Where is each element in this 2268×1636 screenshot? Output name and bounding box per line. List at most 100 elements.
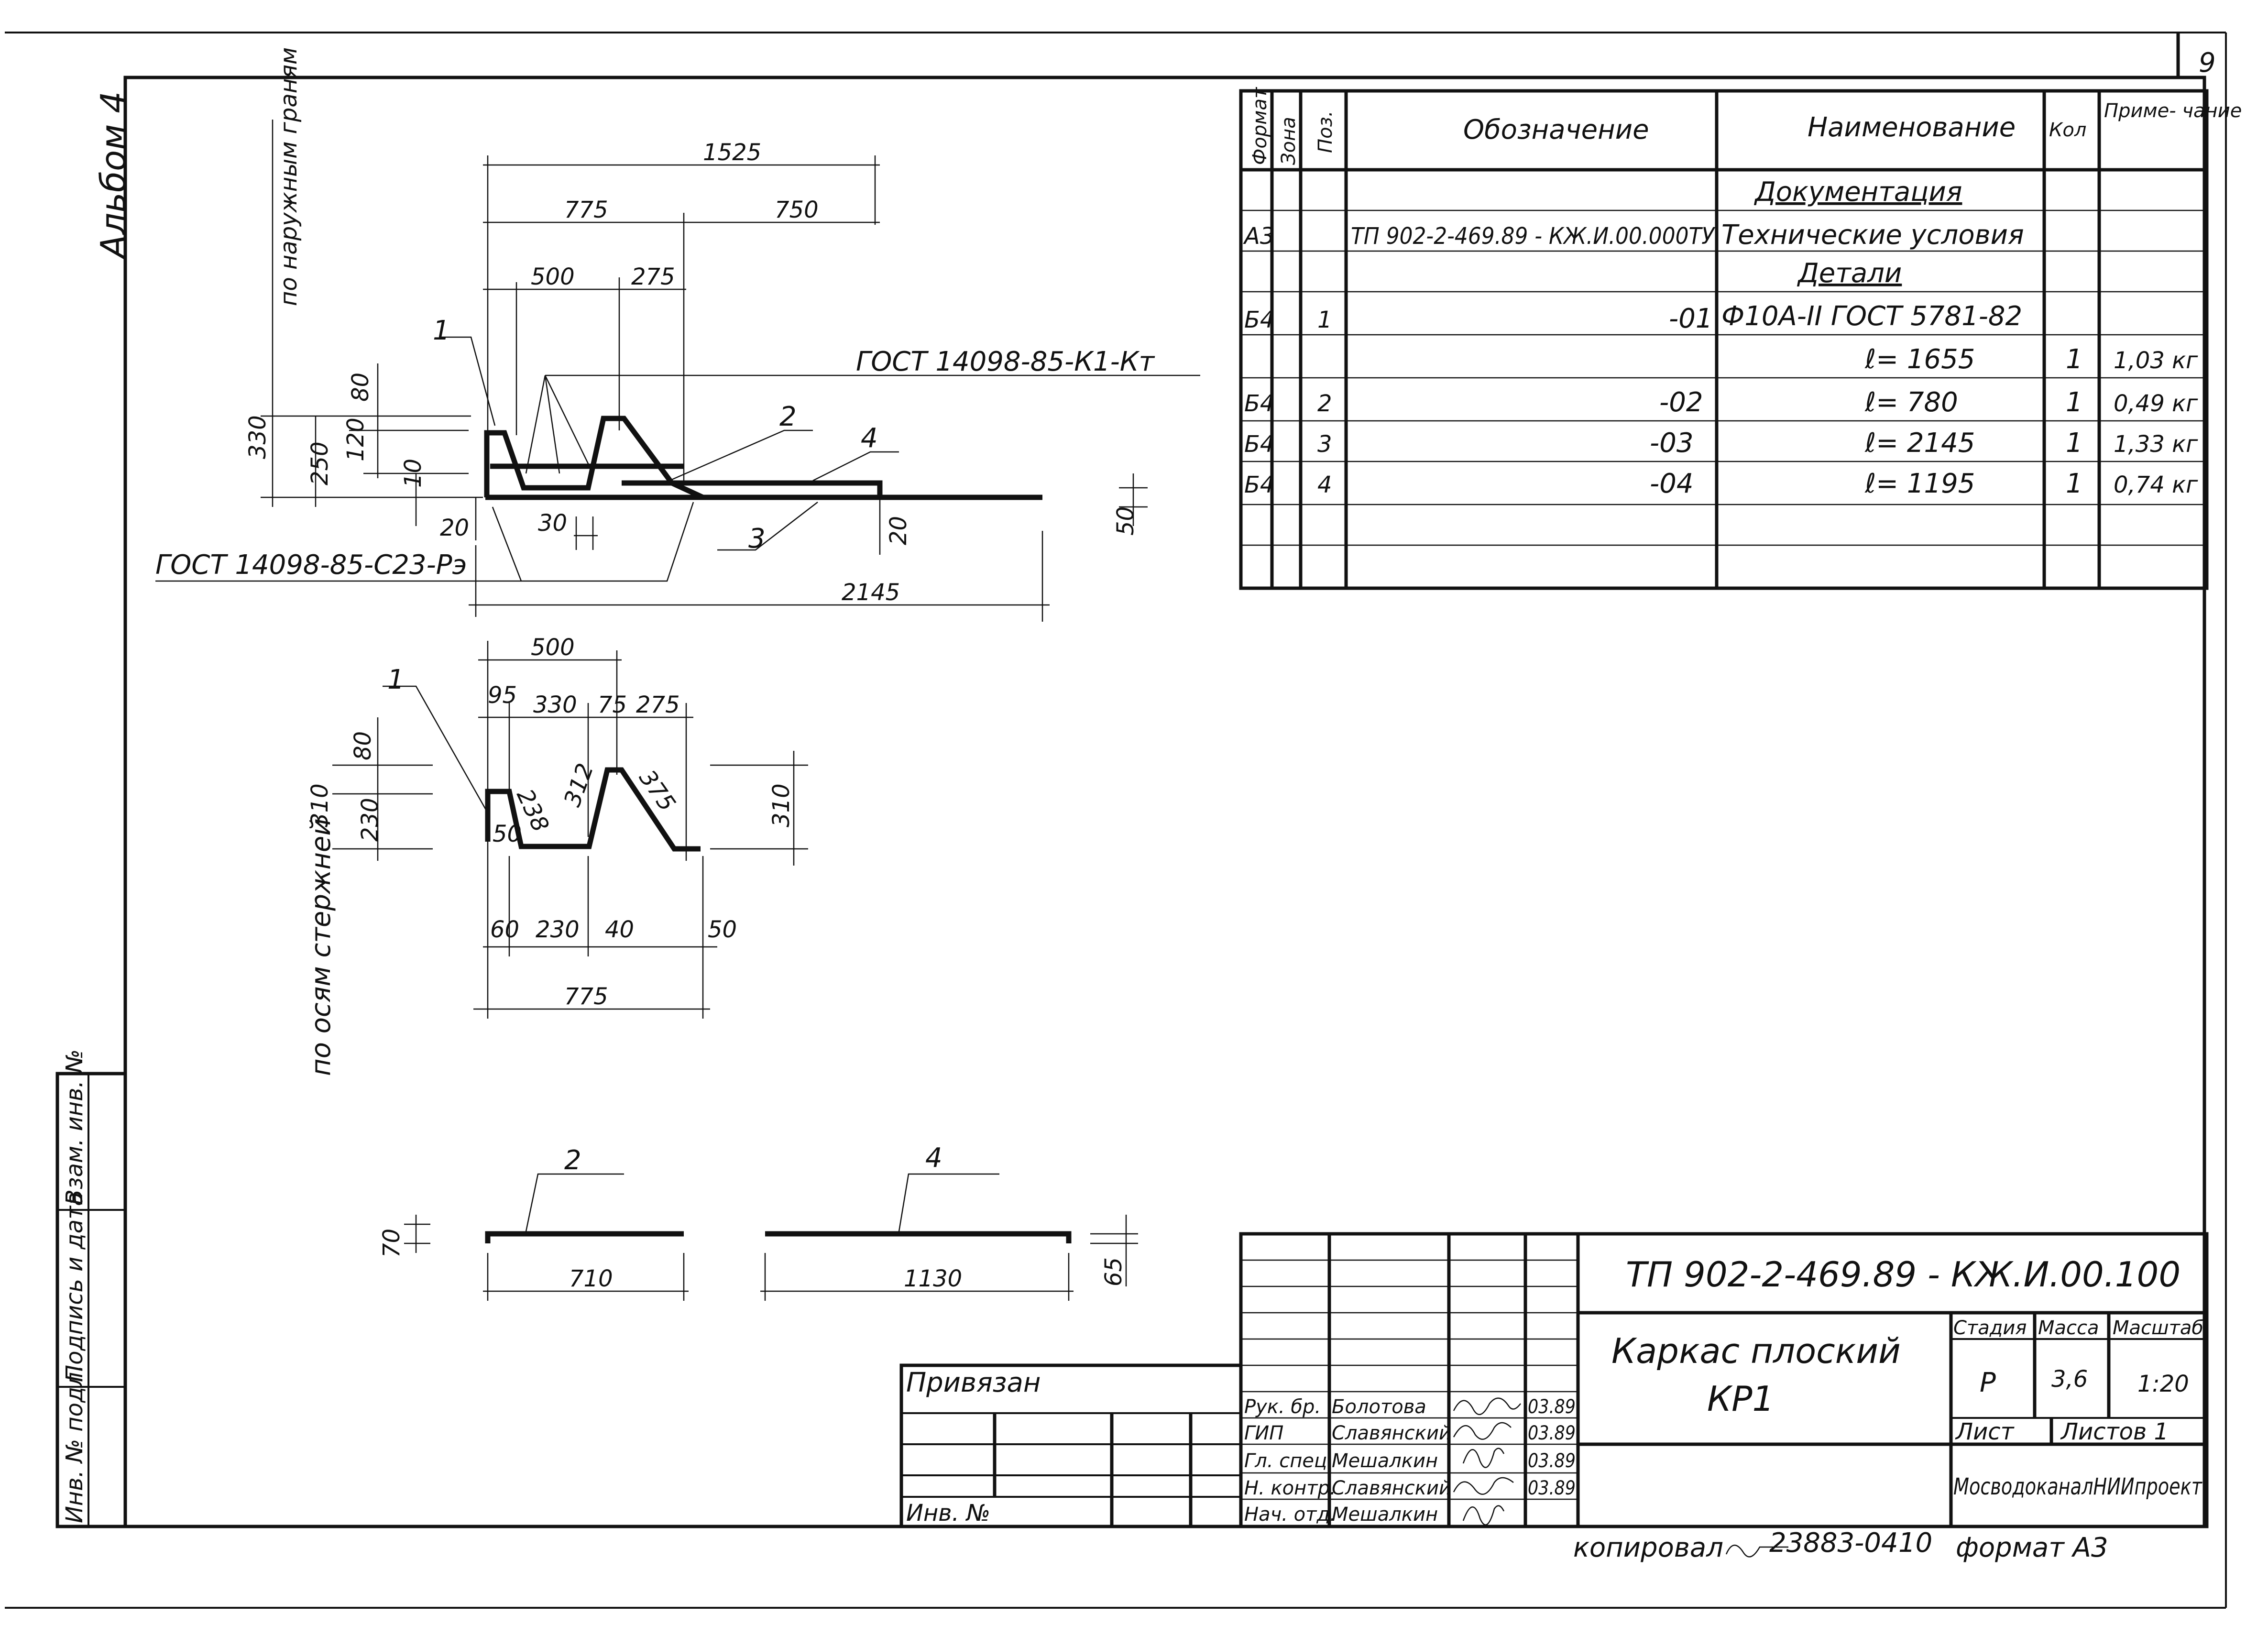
title-line2: КР1: [1707, 1379, 1774, 1419]
dim-250: 250: [307, 441, 333, 485]
row6-name: ℓ= 2145: [1864, 428, 1975, 459]
row-docs-name: Документация: [1753, 176, 1962, 208]
dim-75: 75: [598, 692, 627, 718]
staff-4-name: Мешалкин: [1332, 1504, 1438, 1526]
staff-0-name: Болотова: [1332, 1396, 1426, 1418]
leader-pos4: [812, 451, 899, 482]
dim-710: 710: [569, 1265, 613, 1292]
row3-name: Ф10А-II ГОСТ 5781-82: [1721, 301, 2022, 332]
dim-310-left: 310: [307, 783, 333, 827]
dim-65: 65: [1100, 1257, 1127, 1286]
row5-name: ℓ= 780: [1864, 387, 1958, 418]
gost-c23: ГОСТ 14098-85-С23-Рэ: [155, 549, 467, 581]
mass-label: Масса: [2038, 1317, 2099, 1339]
row7-designation: -04: [1650, 468, 1693, 499]
row3-designation: -01: [1669, 303, 1712, 334]
bar-1-detail: 500 95 330 75 275 80 310 230 238 312 375…: [306, 634, 808, 1076]
bar-4-shape: [765, 1231, 1072, 1243]
row6-designation: -03: [1650, 428, 1693, 459]
th-format: Формат: [1249, 87, 1271, 165]
org-name: МосводоканалНИИпроект: [1953, 1473, 2203, 1500]
pos-3-label: 3: [748, 523, 766, 554]
dim-230-bottom: 230: [536, 916, 580, 943]
sheets-label: Листов 1: [2060, 1418, 2169, 1445]
bound-label: Привязан: [906, 1367, 1041, 1398]
side-inv-orig: Инв. № подл.: [61, 1365, 88, 1523]
dim-775-detail: 775: [564, 983, 608, 1010]
scale-value: 1:20: [2137, 1371, 2189, 1397]
leader-pos1-detail: [383, 685, 489, 813]
bar-1-shape: [485, 767, 701, 852]
frame-elevation: 1525 775 750 500 275 330 250 80 120 10 п…: [155, 47, 1200, 622]
row1-name: Технические условия: [1721, 220, 2024, 251]
th-qty: Кол: [2049, 119, 2086, 141]
note-axes: по осям стержней: [306, 818, 337, 1076]
pos-4-label: 4: [861, 423, 878, 454]
doc-code: ТП 902-2-469.89 - КЖ.И.00.100: [1626, 1254, 2180, 1295]
row5-designation: -02: [1659, 387, 1703, 418]
th-designation: Обозначение: [1463, 114, 1649, 145]
staff-1-date: 03.89: [1528, 1422, 1576, 1444]
bar-4-detail: 4 1130 65: [760, 1142, 1138, 1301]
bar-4-mid: [622, 480, 883, 497]
row5-qty: 1: [2066, 387, 2083, 418]
row5-note: 0,49 кг: [2114, 390, 2198, 417]
th-pos: Поз.: [1315, 110, 1337, 153]
row7-pos: 4: [1317, 472, 1332, 498]
row2-name: Детали: [1797, 258, 1902, 289]
pos-1-detail-label: 1: [387, 664, 405, 695]
sheet-label: Лист: [1955, 1418, 2015, 1445]
th-name: Наименование: [1808, 112, 2016, 143]
bar-1-zigzag: [484, 416, 704, 500]
dim-2145: 2145: [842, 579, 900, 606]
format-label: формат А3: [1956, 1532, 2108, 1563]
th-zone: Зона: [1278, 117, 1300, 165]
row1-format: А3: [1243, 223, 1274, 250]
page-number: 9: [2199, 47, 2216, 78]
dim-500-detail: 500: [531, 634, 575, 661]
dim-275-detail: 275: [636, 692, 680, 718]
row3-format: Б4: [1244, 307, 1274, 333]
dim-750: 750: [775, 197, 819, 223]
dim-10: 10: [400, 459, 427, 488]
staff-3-date: 03.89: [1528, 1477, 1576, 1499]
drawing-frame: [123, 76, 2206, 1528]
staff-0-role: Рук. бр.: [1244, 1396, 1321, 1418]
inv-no-label: Инв. №: [906, 1500, 990, 1526]
staff-1-name: Славянский: [1332, 1422, 1451, 1444]
dim-70: 70: [378, 1229, 405, 1258]
row7-qty: 1: [2066, 468, 2083, 499]
side-replace-inv: Взам. инв. №: [61, 1049, 88, 1205]
row7-name: ℓ= 1195: [1864, 468, 1975, 499]
dim-500-top: 500: [531, 264, 575, 290]
row4-qty: 1: [2066, 344, 2083, 375]
signature-5: [1462, 1505, 1505, 1526]
row7-note: 0,74 кг: [2114, 472, 2198, 498]
copied-label: копировал: [1573, 1532, 1723, 1563]
row1-designation: ТП 902-2-469.89 - КЖ.И.00.000ТУ: [1351, 223, 1716, 250]
dim-95: 95: [488, 682, 517, 709]
title-line1: Каркас плоский: [1611, 1331, 1901, 1371]
row3-pos: 1: [1317, 307, 1332, 333]
leader-pos2: [669, 429, 813, 482]
leader-pos3: [717, 502, 818, 551]
note-outer-faces: по наружным граням: [275, 47, 302, 306]
signature-1: [1453, 1397, 1521, 1416]
stage-value: Р: [1980, 1367, 1996, 1398]
dim-60: 60: [490, 916, 519, 943]
staff-2-role: Гл. спец.: [1244, 1450, 1333, 1472]
dim-50-bottom: 50: [708, 916, 737, 943]
dim-80-detail: 80: [350, 731, 376, 760]
row7-format: Б4: [1244, 472, 1274, 498]
staff-2-name: Мешалкин: [1332, 1450, 1438, 1472]
scale-label: Масштаб: [2113, 1317, 2203, 1339]
row6-note: 1,33 кг: [2114, 431, 2198, 458]
dim-1525: 1525: [703, 139, 761, 166]
dim-230-left: 230: [357, 798, 383, 842]
row4-note: 1,03 кг: [2114, 347, 2198, 374]
order-number: 23883-04: [1769, 1527, 1898, 1559]
side-sign-date: Подпись и дата: [61, 1192, 88, 1382]
dim-20-right: 20: [885, 516, 912, 545]
dim-275-top: 275: [631, 264, 675, 290]
